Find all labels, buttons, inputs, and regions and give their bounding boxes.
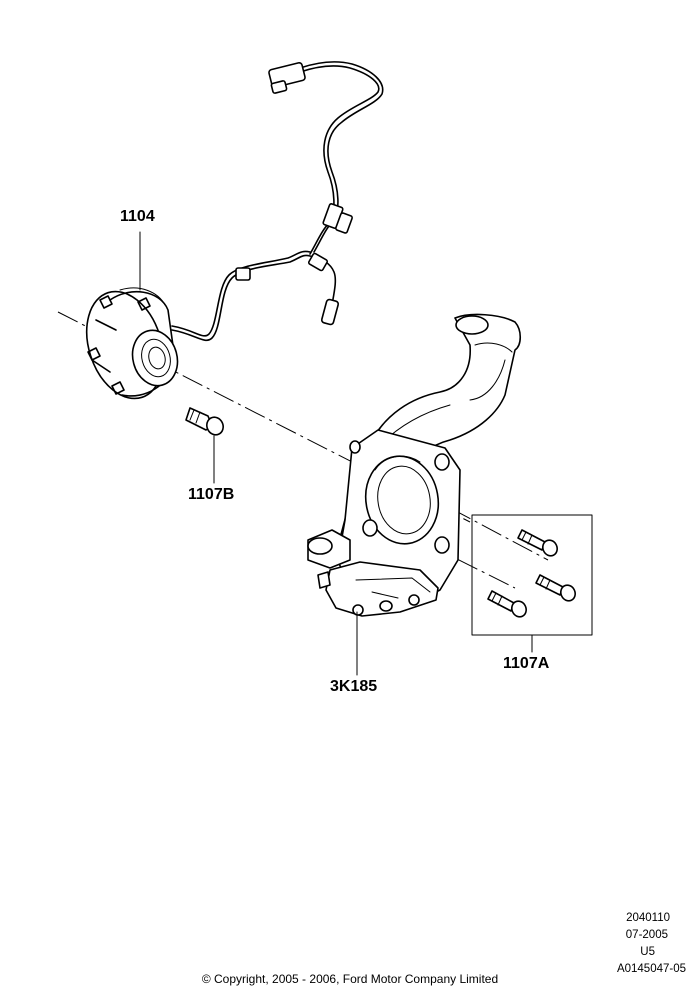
meta-line-4: A0145047-05 <box>616 963 686 975</box>
knuckle-bolt-3 <box>487 590 527 618</box>
copyright-notice: © Copyright, 2005 - 2006, Ford Motor Com… <box>201 972 499 986</box>
knuckle-bolts-group <box>471 514 593 636</box>
meta-line-3: U5 <box>640 946 655 958</box>
abs-sensor-harness <box>171 61 384 342</box>
wheel-hub-bearing <box>85 287 179 400</box>
callout-1107b: 1107B <box>188 486 235 503</box>
knuckle-bolt-2 <box>535 574 576 602</box>
steering-knuckle <box>307 313 522 617</box>
hub-bolt <box>185 407 224 436</box>
callout-1104: 1104 <box>120 208 155 225</box>
meta-line-1: 2040110 <box>626 912 670 924</box>
callout-1107a: 1107A <box>503 655 550 672</box>
callout-3k185: 3K185 <box>330 678 378 695</box>
meta-line-2: 07-2005 <box>625 929 668 941</box>
knuckle-bolt-1 <box>517 529 558 557</box>
